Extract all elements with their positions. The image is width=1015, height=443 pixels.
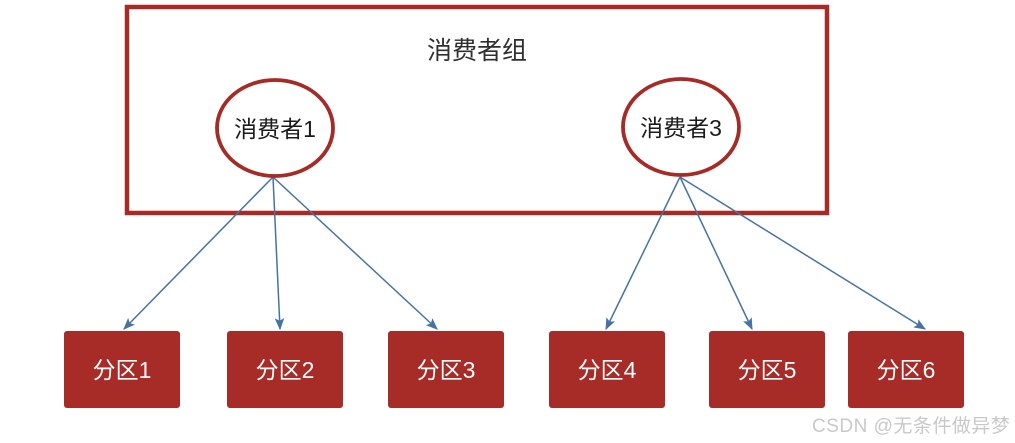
partition-node-3[interactable]: 分区3 [388, 331, 504, 408]
partition-node-4[interactable]: 分区4 [549, 331, 665, 408]
partition-node-2[interactable]: 分区2 [227, 331, 343, 408]
partition-4-label: 分区4 [578, 357, 637, 383]
partition-5-label: 分区5 [738, 357, 797, 383]
consumer-node-1[interactable]: 消费者1 [215, 78, 335, 178]
consumer-1-ellipse [215, 78, 335, 178]
arrow-consumer3-to-partition5 [679, 176, 753, 331]
consumer-1-label: 消费者1 [234, 116, 316, 142]
arrow-consumer1-to-partition1 [123, 176, 274, 330]
arrow-consumer1-to-partition3 [272, 176, 438, 330]
partition-3-label: 分区3 [417, 357, 476, 383]
consumer-group-title: 消费者组 [427, 37, 527, 65]
partition-2-label: 分区2 [256, 357, 315, 383]
partition-2-box [227, 331, 343, 408]
arrow-consumer3-to-partition6 [679, 176, 927, 330]
consumer-3-label: 消费者3 [640, 115, 722, 141]
csdn-watermark: CSDN @无条件做异梦 [812, 415, 1010, 437]
consumer-3-ellipse [621, 77, 741, 177]
partition-1-box [64, 331, 180, 408]
partition-4-box [549, 331, 665, 408]
consumer-node-3[interactable]: 消费者3 [621, 77, 741, 177]
partition-3-box [388, 331, 504, 408]
partition-6-box [848, 331, 964, 408]
partition-1-label: 分区1 [93, 357, 152, 383]
arrow-consumer1-to-partition2 [272, 176, 285, 331]
arrow-consumer3-to-partition4 [605, 176, 681, 331]
partition-5-box [709, 331, 825, 408]
partition-node-5[interactable]: 分区5 [709, 331, 825, 408]
partition-node-1[interactable]: 分区1 [64, 331, 180, 408]
partition-6-label: 分区6 [877, 357, 936, 383]
partition-node-6[interactable]: 分区6 [848, 331, 964, 408]
consumer-group-box [124, 4, 830, 216]
